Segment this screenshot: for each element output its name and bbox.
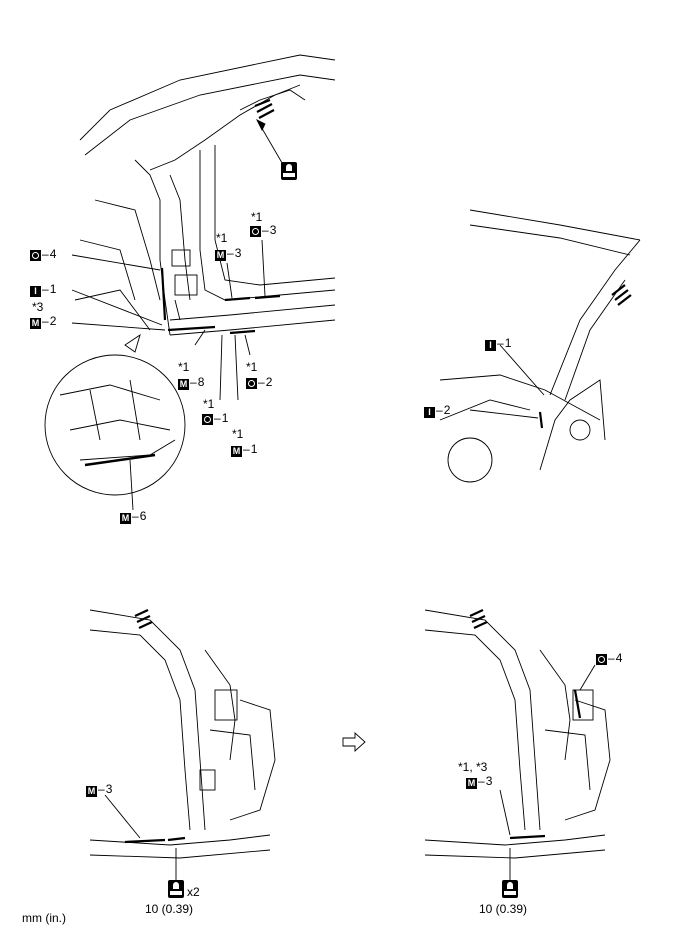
label-m1: –1	[231, 443, 257, 457]
label-o4-top: –4	[30, 248, 56, 261]
torque-bl-value: 10 (0.39)	[145, 902, 194, 916]
arrow-right-icon	[343, 733, 365, 751]
label-o3-top-star: *1	[251, 210, 263, 224]
weld-inner-icon	[424, 407, 435, 418]
label-i1-right: –1	[485, 337, 511, 351]
label-m1-star: *1	[232, 427, 244, 441]
weld-inner-icon	[30, 286, 41, 297]
weld-mig-icon	[178, 379, 189, 390]
label-m8: –8	[178, 376, 204, 390]
weld-mig-icon	[120, 513, 131, 524]
label-o4-br: –4	[596, 652, 622, 665]
weld-inner-icon	[485, 340, 496, 351]
weld-mig-icon	[86, 786, 97, 797]
label-o1: –1	[202, 412, 228, 425]
weld-oval-icon	[596, 654, 607, 665]
label-m2-star: *3	[32, 300, 44, 314]
label-m3-br: –3	[466, 775, 492, 789]
label-o2: –2	[246, 376, 272, 389]
weld-mig-icon	[231, 446, 242, 457]
torque-bl-multiplier: x2	[187, 885, 200, 899]
unit-label: mm (in.)	[22, 911, 66, 925]
label-o1-star: *1	[203, 397, 215, 411]
torque-wrench-icon	[281, 162, 297, 180]
label-m8-star: *1	[178, 360, 190, 374]
label-o2-star: *1	[246, 360, 258, 374]
label-m2-left: –2	[30, 315, 56, 329]
label-i1-left: –1	[30, 283, 56, 297]
label-i2-right: –2	[424, 404, 450, 418]
weld-mig-icon	[30, 318, 41, 329]
weld-mig-icon	[215, 250, 226, 261]
label-o3-top: –3	[250, 224, 276, 237]
weld-oval-icon	[30, 250, 41, 261]
weld-oval-icon	[246, 378, 257, 389]
label-m6: –6	[120, 510, 146, 524]
label-m3-top: –3	[215, 247, 241, 261]
torque-wrench-icon	[502, 880, 518, 898]
weld-oval-icon	[202, 414, 213, 425]
weld-mig-icon	[466, 778, 477, 789]
torque-br-value: 10 (0.39)	[479, 902, 528, 916]
torque-wrench-icon	[168, 880, 184, 898]
label-m3-bl: –3	[86, 783, 112, 797]
label-m3-top-star: *1	[216, 231, 228, 245]
weld-oval-icon	[250, 226, 261, 237]
label-m3-br-star: *1, *3	[458, 760, 488, 774]
